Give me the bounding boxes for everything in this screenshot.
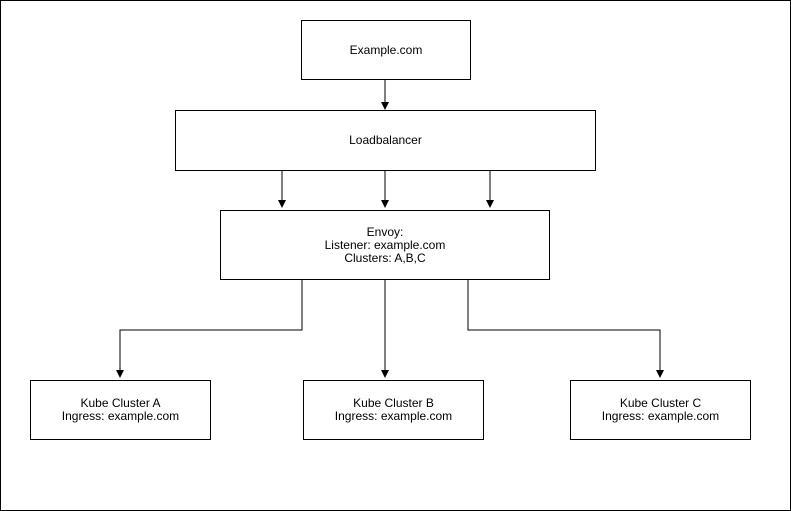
edge-envoy-to-cluster-c [467, 280, 664, 378]
node-envoy-line-1: Envoy: [366, 224, 404, 239]
node-loadbalancer: Loadbalancer [175, 110, 596, 171]
node-example-com-label: Example.com [349, 42, 423, 57]
node-kube-cluster-b-line-1: Kube Cluster B [353, 396, 434, 410]
node-kube-cluster-c-line-2: Ingress: example.com [601, 409, 720, 423]
node-kube-cluster-c-line-1: Kube Cluster C [619, 396, 702, 410]
node-kube-cluster-a-line-2: Ingress: example.com [61, 409, 180, 423]
node-envoy-line-3: Clusters: A,B,C [344, 250, 426, 265]
node-envoy-line-2: Listener: example.com [324, 237, 446, 252]
node-kube-cluster-a-line-1: Kube Cluster A [80, 396, 161, 410]
node-kube-cluster-b-line-2: Ingress: example.com [334, 409, 453, 423]
node-loadbalancer-label: Loadbalancer [349, 133, 422, 147]
node-kube-cluster-c: Kube Cluster C Ingress: example.com [570, 380, 751, 440]
node-kube-cluster-b: Kube Cluster B Ingress: example.com [303, 380, 484, 440]
edge-envoy-to-cluster-a [116, 280, 303, 378]
node-envoy: Envoy: Listener: example.com Clusters: A… [220, 210, 550, 280]
node-example-com: Example.com [301, 20, 471, 80]
node-kube-cluster-a: Kube Cluster A Ingress: example.com [30, 380, 211, 440]
